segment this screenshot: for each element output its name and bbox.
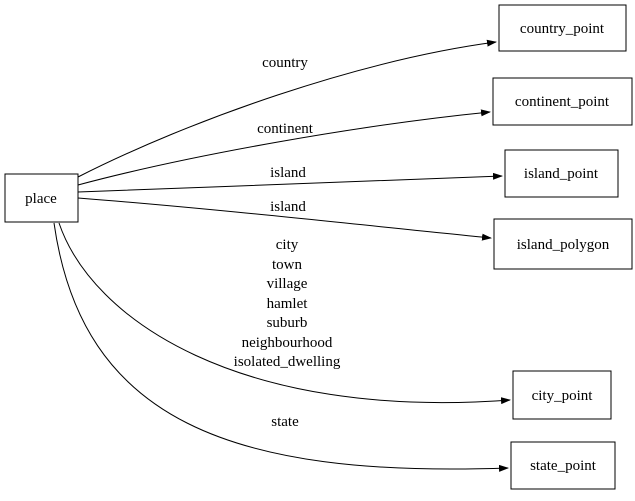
node-continent-point-label: continent_point xyxy=(515,94,610,110)
edge-label-suburb-line: suburb xyxy=(267,315,308,331)
edge-label-state: state xyxy=(271,414,299,430)
edge-labels: country continent island island city tow… xyxy=(234,55,341,430)
edge-label-town-line: town xyxy=(272,257,303,273)
node-island-point-box xyxy=(504,149,619,198)
node-island-point-label: island_point xyxy=(524,166,599,182)
node-country-point-label: country_point xyxy=(520,21,605,37)
edge-label-continent: continent xyxy=(257,121,314,137)
edge-label-island-polygon: island xyxy=(270,199,306,215)
edge-place-island_polygon xyxy=(77,197,492,241)
node-city-point: city_point xyxy=(512,370,612,420)
node-country-point-box xyxy=(498,4,627,52)
node-country-point: country_point xyxy=(498,4,627,52)
edge-label-neighbourhood-line: neighbourhood xyxy=(242,335,333,351)
edge-label-country: country xyxy=(262,55,308,71)
node-place-box xyxy=(4,173,79,223)
node-state-point-label: state_point xyxy=(530,458,597,474)
node-place-label: place xyxy=(25,191,57,207)
node-state-point-box xyxy=(510,441,616,490)
node-continent-point-box xyxy=(492,77,633,126)
node-island-polygon: island_polygon xyxy=(493,218,633,270)
edge-place-continent_point xyxy=(77,109,491,186)
edges xyxy=(53,39,511,472)
edge-place-state_point xyxy=(53,222,509,472)
edge-place-country_point xyxy=(77,39,497,178)
edge-place-island_point xyxy=(77,172,503,193)
edge-label-isolated-dwelling-line: isolated_dwelling xyxy=(234,354,341,370)
node-city-point-label: city_point xyxy=(532,388,594,404)
edge-place-city_point xyxy=(58,222,511,405)
node-state-point: state_point xyxy=(510,441,616,490)
node-island-polygon-box xyxy=(493,218,633,270)
node-place: place xyxy=(4,173,79,223)
edge-label-island-point: island xyxy=(270,165,306,181)
edge-label-city-line: city xyxy=(276,237,299,253)
edge-label-city-multiline: city town village hamlet suburb neighbou… xyxy=(234,237,341,370)
nodes: place country_point continent_point isla… xyxy=(4,4,633,490)
node-island-polygon-label: island_polygon xyxy=(517,237,610,253)
node-continent-point: continent_point xyxy=(492,77,633,126)
edge-label-hamlet-line: hamlet xyxy=(267,296,309,312)
node-island-point: island_point xyxy=(504,149,619,198)
edge-label-village-line: village xyxy=(267,276,308,292)
node-city-point-box xyxy=(512,370,612,420)
